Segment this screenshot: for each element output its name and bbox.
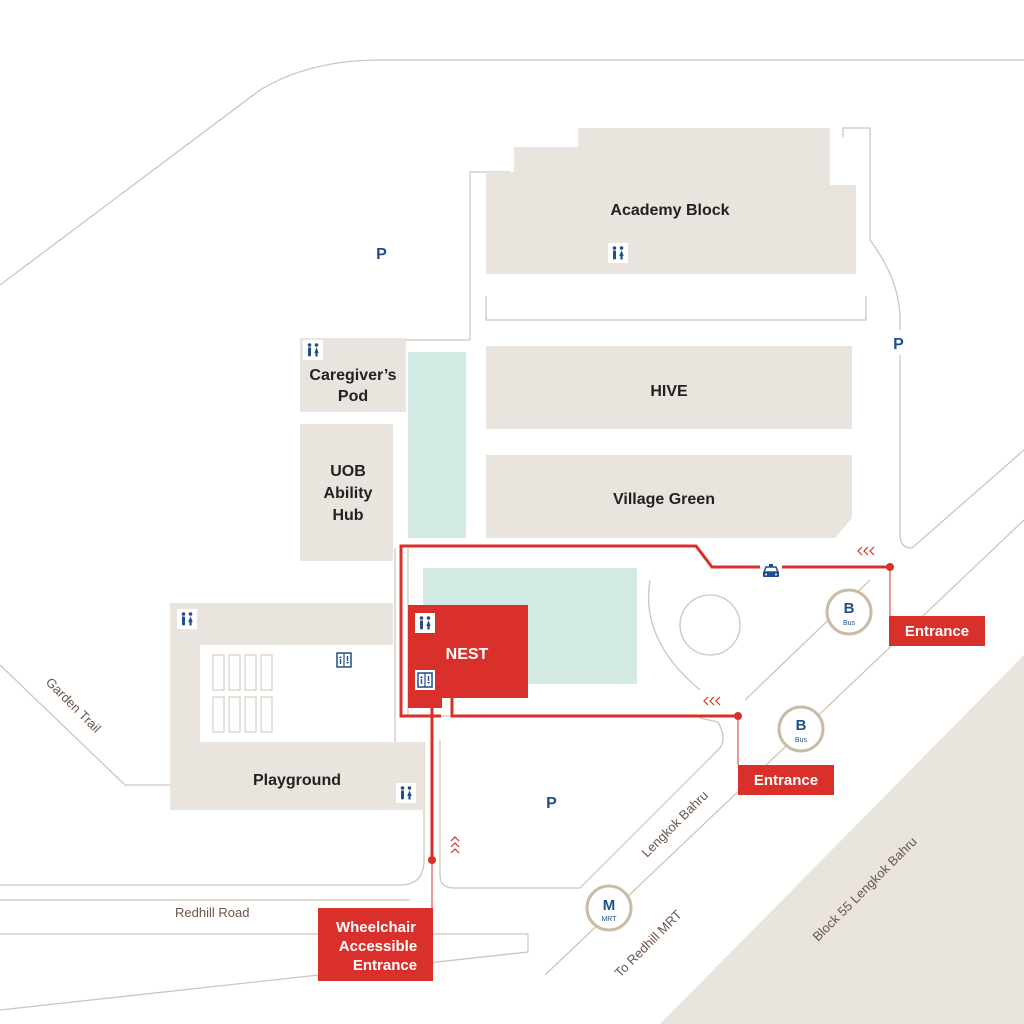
uob-ability-hub-label: Hub (332, 507, 363, 524)
caregivers-pod-label: Pod (338, 388, 368, 405)
lift-icon (414, 669, 436, 691)
bus-stop-marker: B Bus (777, 705, 825, 753)
parking-marker: P (369, 240, 394, 265)
uob-ability-hub-label: UOB (330, 463, 366, 480)
mrt-sub-label: MRT (601, 916, 617, 923)
toilet-icon (608, 243, 628, 263)
parking-marker: P (539, 789, 564, 814)
chevron-left-icon (857, 546, 875, 556)
academy-block (486, 128, 856, 274)
hive (486, 346, 852, 429)
green-strip (408, 352, 466, 538)
nest-label: NEST (446, 646, 489, 663)
academy-block-label: Academy Block (610, 202, 729, 219)
parking-marker: P (886, 330, 911, 355)
mrt-marker: M MRT (585, 884, 633, 932)
accessible-route (399, 544, 890, 860)
toilet-icon (415, 613, 435, 633)
taxi-icon (760, 561, 782, 581)
route-leader-lines (431, 567, 891, 908)
route-dot-east (886, 563, 894, 571)
village-green (486, 455, 852, 538)
route-dot-south (734, 712, 742, 720)
route-dot-wheelchair (428, 856, 436, 864)
block55-area (660, 655, 1024, 1024)
uob-ability-hub (300, 424, 393, 561)
caregivers-pod-label: Caregiver’s (309, 367, 396, 384)
playground-building (170, 603, 424, 810)
wheelchair-entrance-label: Entrance (353, 957, 417, 974)
nest-annex (408, 698, 442, 708)
entrance-south[interactable]: Entrance (738, 765, 834, 795)
chevron-up-icon (450, 836, 460, 854)
redhill-road-label: Redhill Road (175, 905, 249, 920)
entrance-south-label: Entrance (754, 772, 818, 789)
hive-label: HIVE (650, 383, 688, 400)
parking-label: P (546, 795, 557, 812)
wheelchair-entrance-label: Accessible (339, 938, 417, 955)
bus-stop-marker: B Bus (825, 588, 873, 636)
village-green-label: Village Green (613, 491, 715, 508)
playground-label: Playground (253, 772, 341, 789)
buildings (170, 128, 856, 810)
parking-label: P (376, 246, 387, 263)
mrt-letter: M (603, 897, 616, 914)
bus-letter: B (844, 600, 855, 617)
bus-letter: B (796, 717, 807, 734)
wheelchair-entrance-label: Wheelchair (336, 919, 416, 936)
chevron-left-icon (703, 696, 721, 706)
parking-label: P (893, 336, 904, 353)
toilet-icon (303, 340, 323, 360)
toilet-icon (177, 609, 197, 629)
entrance-east-label: Entrance (905, 623, 969, 640)
entrance-east[interactable]: Entrance (889, 616, 985, 646)
wheelchair-entrance[interactable]: Wheelchair Accessible Entrance (318, 908, 433, 981)
lift-icon (333, 649, 355, 671)
bus-sub-label: Bus (843, 620, 856, 627)
toilet-icon (396, 783, 416, 803)
bus-sub-label: Bus (795, 737, 808, 744)
playground-grid (212, 654, 273, 733)
uob-ability-hub-label: Ability (324, 485, 373, 502)
